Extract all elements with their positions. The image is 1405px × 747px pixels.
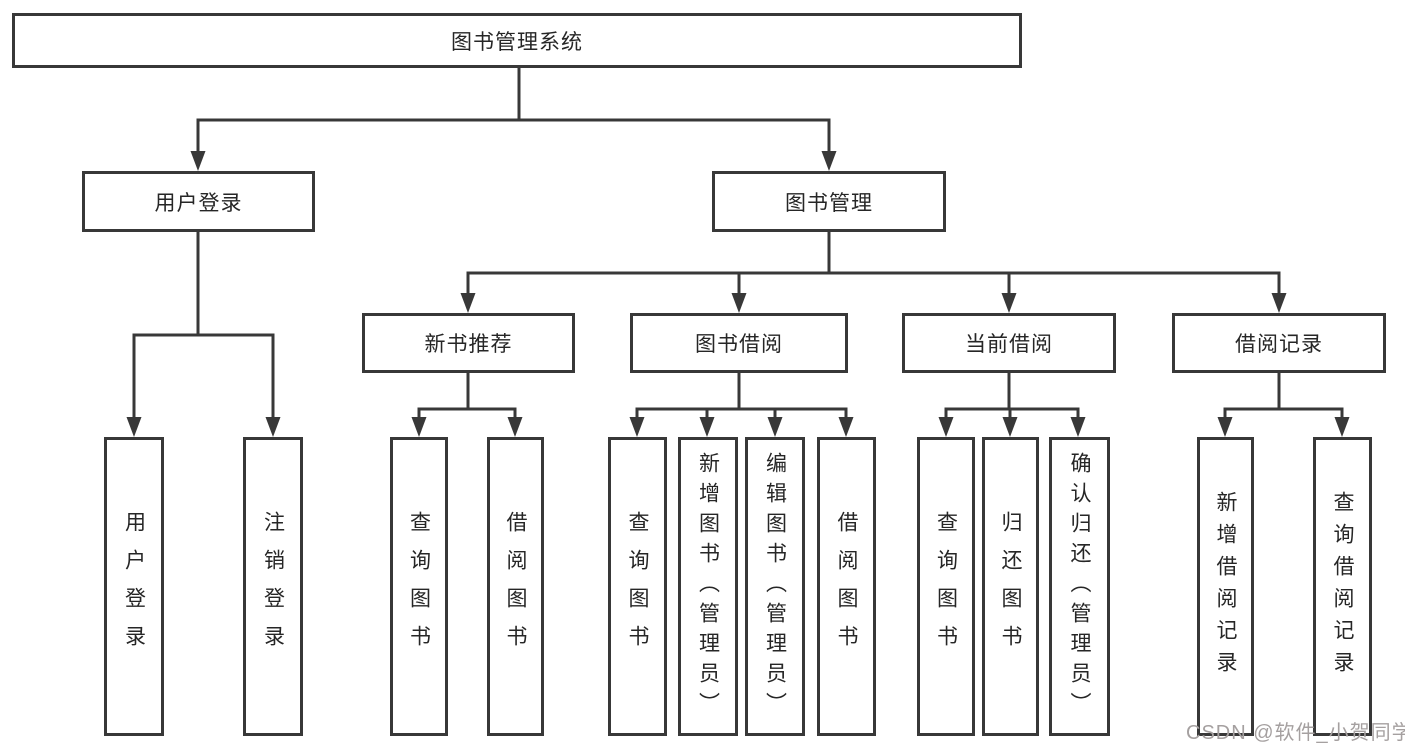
node-label: 查询图书 — [934, 510, 958, 663]
leaf-add-book-admin: 新增图书（管理员） — [678, 437, 738, 736]
node-book-borrow: 图书借阅 — [630, 313, 848, 373]
node-label: 查询图书 — [626, 510, 649, 663]
leaf-query-borrow-record: 查询借阅记录 — [1313, 437, 1372, 736]
csdn-watermark: CSDN @软件_小贺同学 — [1186, 722, 1405, 744]
node-new-book-recommend: 新书推荐 — [362, 313, 575, 373]
connector-new-book-to-leaves — [411, 373, 523, 437]
node-label: 注销登录 — [261, 510, 285, 663]
node-borrow-record: 借阅记录 — [1172, 313, 1386, 373]
leaf-return-book: 归还图书 — [982, 437, 1039, 736]
connector-user-login-to-leaves — [126, 232, 281, 437]
node-label: 新增借阅记录 — [1214, 490, 1237, 683]
node-label: 借阅图书 — [835, 510, 858, 663]
node-label: 图书管理系统 — [451, 30, 583, 54]
leaf-query-book-current: 查询图书 — [917, 437, 975, 736]
node-label: 编辑图书（管理员） — [763, 451, 787, 722]
connector-root-to-level2 — [190, 68, 837, 171]
node-label: 借阅记录 — [1235, 333, 1323, 356]
node-label: 查询图书 — [407, 510, 431, 663]
node-user-login: 用户登录 — [82, 171, 315, 232]
leaf-query-book-recommend: 查询图书 — [390, 437, 448, 736]
leaf-query-book-borrow: 查询图书 — [608, 437, 667, 736]
leaf-edit-book-admin: 编辑图书（管理员） — [745, 437, 805, 736]
node-label: 新书推荐 — [424, 333, 513, 356]
node-label: 用户登录 — [154, 191, 243, 215]
node-current-borrow: 当前借阅 — [902, 313, 1116, 373]
node-label: 当前借阅 — [965, 333, 1053, 356]
leaf-logout: 注销登录 — [243, 437, 303, 736]
node-label: 查询借阅记录 — [1331, 490, 1354, 683]
node-label: 归还图书 — [999, 510, 1022, 663]
connector-book-borrow-to-leaves — [629, 373, 854, 437]
node-label: 确认归还（管理员） — [1068, 451, 1091, 722]
node-book-management: 图书管理 — [712, 171, 946, 232]
connector-book-mgmt-to-level3 — [460, 232, 1287, 313]
connector-current-borrow-to-leaves — [938, 373, 1086, 437]
node-label: 借阅图书 — [504, 510, 527, 663]
connector-borrow-record-to-leaves — [1217, 373, 1350, 437]
leaf-add-borrow-record: 新增借阅记录 — [1197, 437, 1254, 736]
leaf-borrow-book-recommend: 借阅图书 — [487, 437, 544, 736]
node-label: 图书借阅 — [695, 333, 783, 356]
leaf-borrow-book: 借阅图书 — [817, 437, 876, 736]
leaf-confirm-return-admin: 确认归还（管理员） — [1049, 437, 1110, 736]
leaf-user-login: 用户登录 — [104, 437, 164, 736]
node-label: 用户登录 — [122, 510, 146, 663]
node-label: 新增图书（管理员） — [696, 451, 720, 722]
node-label: 图书管理 — [785, 191, 873, 215]
node-root-library-system: 图书管理系统 — [12, 13, 1022, 68]
